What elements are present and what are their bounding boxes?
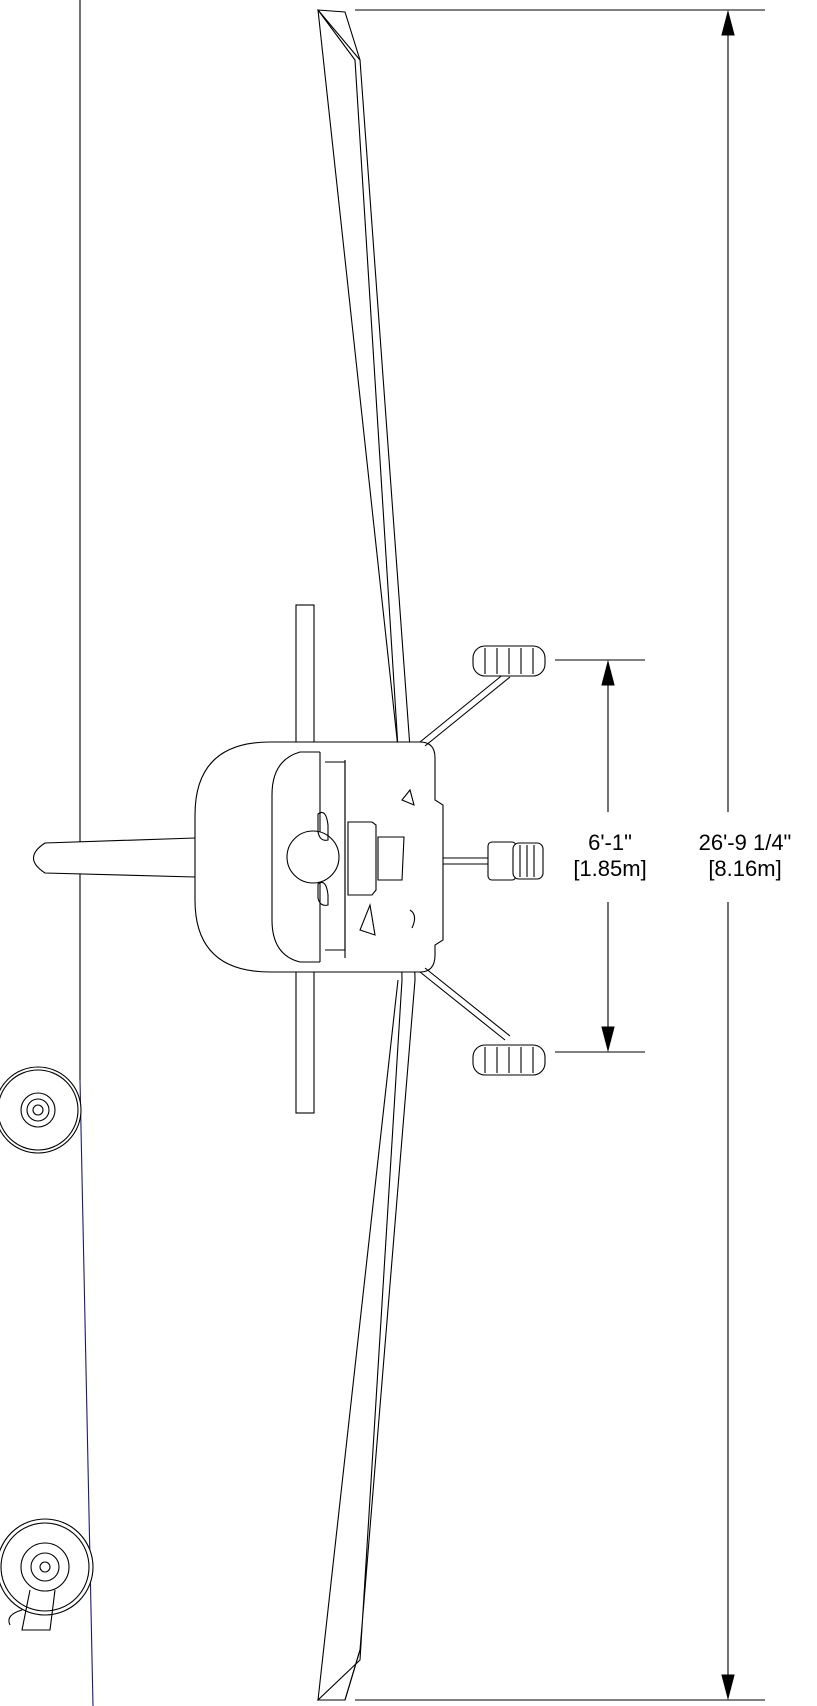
wheel-track-metric: [1.85m] [573, 856, 647, 881]
nose-gear [443, 841, 544, 881]
side-wheel-upper [0, 1066, 82, 1154]
main-gear-strut-lower [419, 971, 506, 1041]
tail-cone [32, 837, 196, 878]
side-wheel-lower [0, 1518, 94, 1631]
wheel-track-dimension [555, 659, 645, 1053]
wingspan-dimension [355, 9, 765, 1701]
wingspan-label: 26'-9 1/4" [8.16m] [680, 830, 810, 882]
wheel-track-label: 6'-1" [1.85m] [565, 830, 655, 882]
main-wheel-upper [472, 645, 546, 677]
cable-line [79, 1079, 94, 1706]
wingspan-imperial: 26'-9 1/4" [698, 830, 792, 855]
main-gear-strut-upper [419, 672, 506, 743]
wingspan-metric: [8.16m] [708, 856, 782, 881]
fuselage [194, 741, 444, 973]
main-wheel-lower [472, 1044, 546, 1076]
wheel-track-imperial: 6'-1" [588, 830, 632, 855]
